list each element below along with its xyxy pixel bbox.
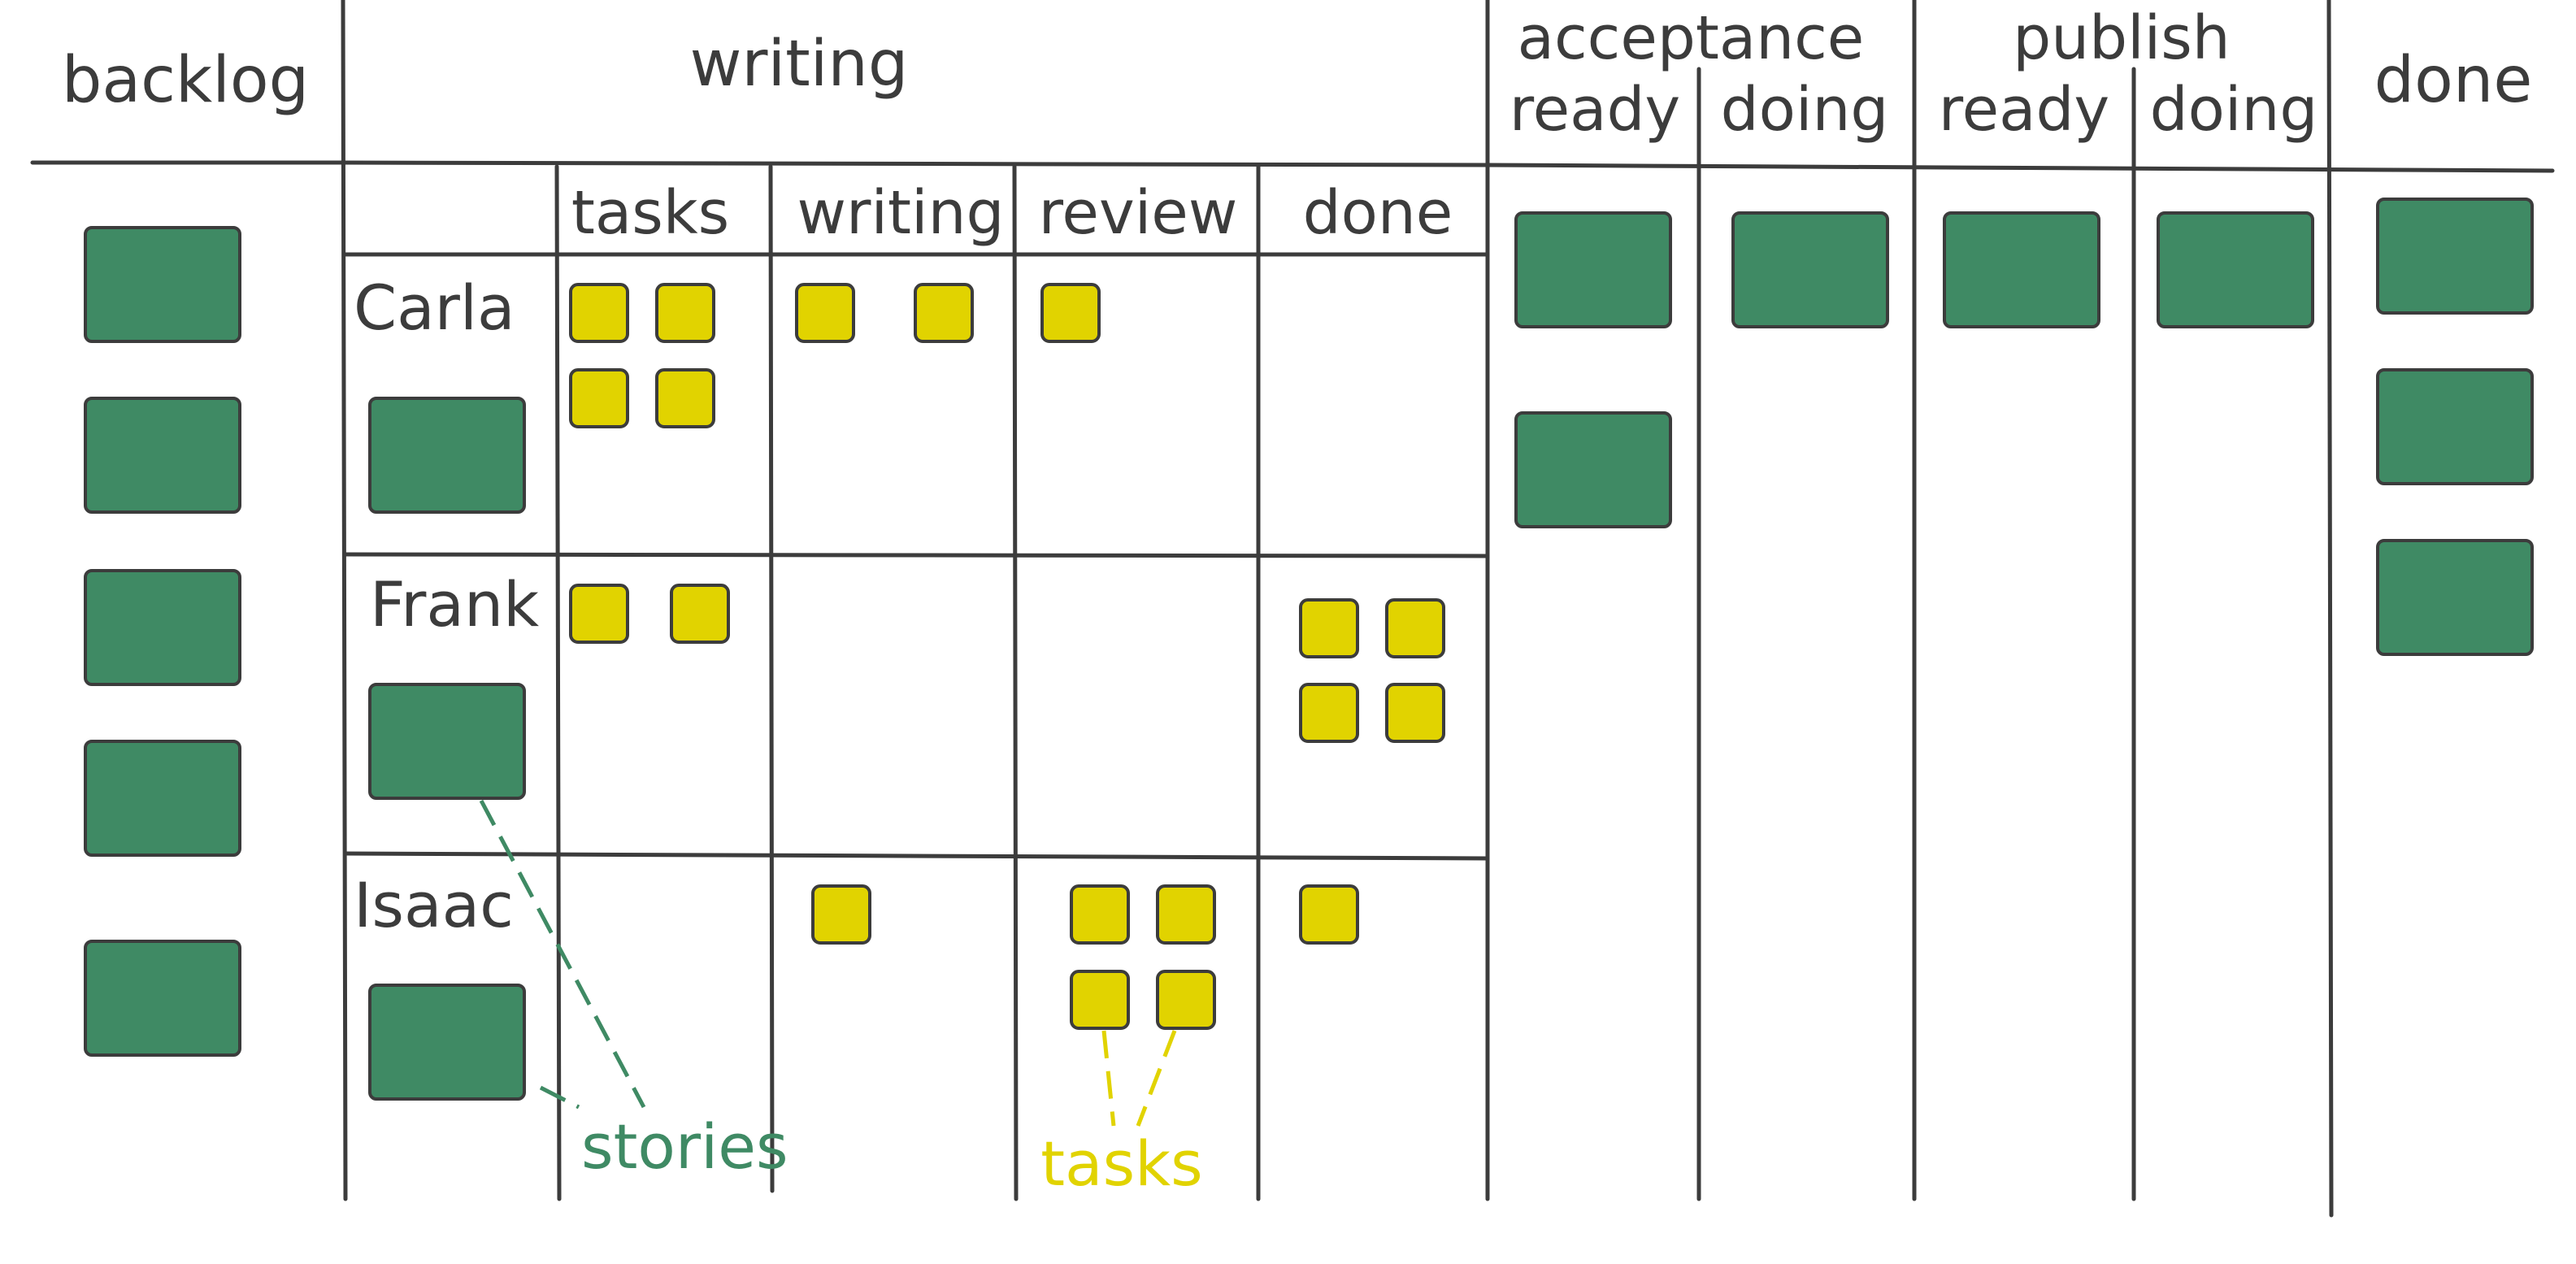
story-cards [84, 198, 2534, 1101]
story-card [1514, 411, 1672, 528]
task-card [670, 584, 730, 644]
stories-leader-line [539, 1085, 580, 1110]
annotation-tasks: tasks [1040, 1127, 1203, 1200]
task-card [1040, 283, 1101, 343]
task-card [1156, 884, 1216, 945]
story-card [84, 569, 241, 686]
header-backlog: backlog [62, 44, 309, 117]
story-card [368, 397, 526, 514]
divider-publish-done [2326, 0, 2334, 1218]
person-isaac: Isaac [354, 869, 514, 941]
task-card [1385, 598, 1445, 658]
task-card [811, 884, 871, 945]
column-headers: backlog writing acceptance ready doing p… [62, 3, 2532, 145]
task-card [569, 283, 629, 343]
task-card [1385, 683, 1445, 743]
task-card [1070, 970, 1130, 1030]
header-done: done [2374, 44, 2533, 117]
story-card [1943, 211, 2100, 328]
story-card [2376, 198, 2534, 315]
task-card [655, 368, 715, 428]
story-card [2376, 368, 2534, 485]
story-card [84, 226, 241, 343]
header-acceptance-doing: doing [1721, 75, 1889, 145]
annotation-stories: stories [581, 1110, 788, 1183]
subheader-done: done [1303, 178, 1453, 248]
person-carla: Carla [354, 271, 515, 344]
story-card [84, 940, 241, 1057]
subheader-tasks: tasks [571, 178, 729, 248]
task-card [1299, 598, 1359, 658]
story-card [2376, 539, 2534, 656]
task-card [655, 283, 715, 343]
header-publish: publish [2013, 3, 2230, 73]
header-acceptance: acceptance [1518, 3, 1865, 73]
stories-leader-line [479, 799, 646, 1109]
divider-writing-person-tasks [554, 164, 562, 1201]
person-labels: Carla Frank Isaac [354, 271, 539, 941]
header-publish-ready: ready [1939, 75, 2109, 145]
story-card [1514, 211, 1672, 328]
header-writing: writing [690, 28, 909, 101]
task-cards [569, 283, 1445, 1030]
row-divider-carla-frank [343, 552, 1490, 558]
task-card [569, 368, 629, 428]
header-acceptance-ready: ready [1510, 75, 1680, 145]
writing-subheaders: tasks writing review done [571, 178, 1453, 248]
task-card [1070, 884, 1130, 945]
tasks-leader-line [1136, 1030, 1177, 1127]
divider-writing-writing-review [1012, 164, 1019, 1201]
task-card [1299, 683, 1359, 743]
board-grid [30, 0, 2555, 1218]
story-card [84, 397, 241, 514]
subheader-writing: writing [797, 178, 1005, 248]
story-card [368, 984, 526, 1101]
task-card [1299, 884, 1359, 945]
row-divider-frank-isaac [343, 851, 1490, 861]
story-card [2157, 211, 2314, 328]
task-card [795, 283, 855, 343]
person-frank: Frank [370, 568, 539, 641]
story-card [84, 740, 241, 857]
subheader-review: review [1039, 178, 1238, 248]
story-card [368, 683, 526, 800]
task-card [914, 283, 974, 343]
divider-backlog-writing [341, 0, 348, 1201]
tasks-leader-line [1101, 1030, 1116, 1127]
annotations: stories tasks [479, 799, 1203, 1200]
task-card [1156, 970, 1216, 1030]
header-publish-doing: doing [2150, 75, 2318, 145]
story-card [1731, 211, 1889, 328]
header-divider [30, 160, 2555, 173]
divider-writing-tasks-writing [768, 164, 775, 1193]
task-card [569, 584, 629, 644]
